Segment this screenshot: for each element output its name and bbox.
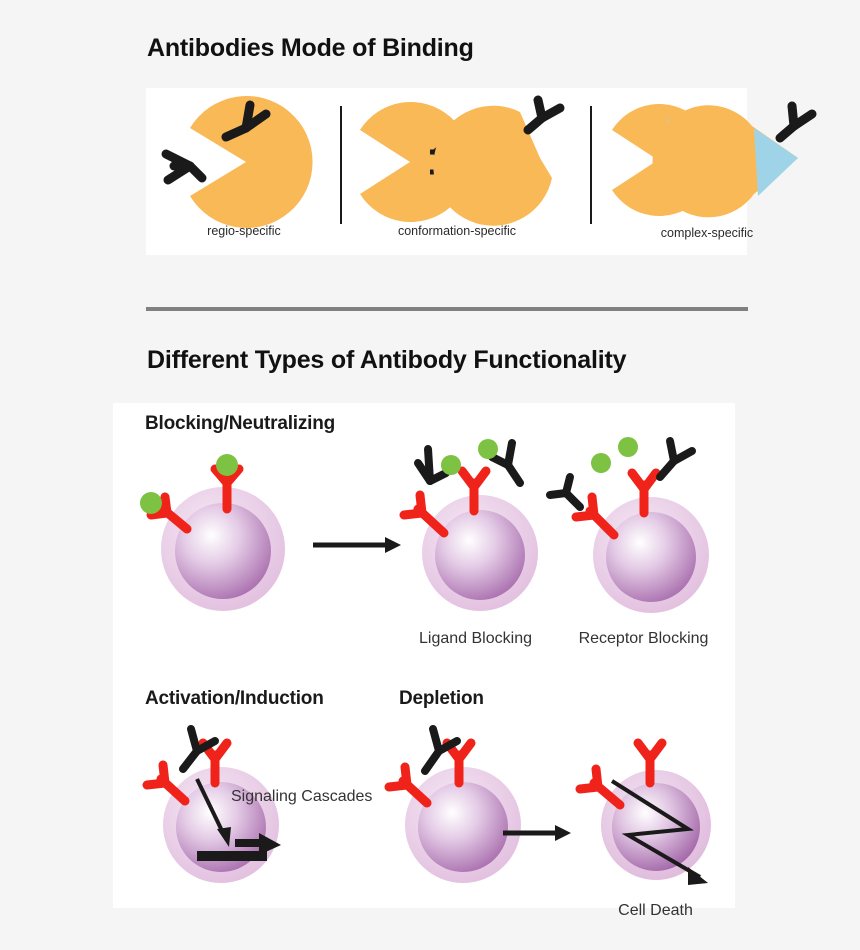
complex-specific-svg (612, 101, 817, 218)
antibody-ligand-complex-right (478, 439, 524, 487)
receptor-ligand-top (210, 454, 244, 514)
antibody-y-icon-top (221, 100, 271, 142)
activation-svg (142, 725, 281, 883)
panel-mode-of-binding: regio-specific conformation-specific (146, 88, 817, 255)
page-title-antibody-functionality: Different Types of Antibody Functionalit… (147, 346, 627, 374)
cell-nucleus-icon (606, 512, 696, 602)
receptor-depletion-left-icon (384, 762, 432, 808)
cell-nucleus-icon (175, 503, 271, 599)
ligand-green-dot-icon (441, 455, 461, 475)
section-label-depletion: Depletion (399, 688, 484, 709)
complex-partner-wedge-bound-icon (754, 128, 798, 196)
receptor-antibody-complex-top (627, 437, 696, 518)
antibody-y-icon-left (161, 149, 207, 185)
section-label-activation-induction: Activation/Induction (145, 688, 324, 709)
annotation-signaling-cascades: Signaling Cascades (231, 788, 373, 805)
ligand-green-dot-icon-2 (478, 439, 498, 459)
cell-death-lightning-icon (610, 779, 708, 885)
diagram-complex-specific: complex-specific (602, 101, 817, 240)
antigen-pacman-icon (190, 96, 313, 229)
cell-nucleus-icon (435, 510, 525, 600)
receptor-free-left-icon (399, 490, 449, 538)
ligand-free-dot-icon-2 (618, 437, 638, 457)
receptor-antibody-complex-left (546, 473, 619, 540)
caption-conformation-specific: conformation-specific (397, 224, 517, 238)
receptor-death-left-icon (575, 764, 625, 810)
diagram-cell-death: Cell Death (568, 725, 743, 920)
cell-nucleus-icon (418, 782, 508, 872)
diagram-conformation-specific: conformation-specific (352, 95, 565, 238)
diagram-receptor-blocking: Receptor Blocking (546, 433, 731, 648)
antigen-pacman-open-icon (433, 105, 552, 226)
gene-promoter-icon (197, 833, 281, 861)
signaling-arrow-icon (195, 778, 231, 847)
ligand-free-dot-icon-1 (591, 453, 611, 473)
arrow-right-icon-2 (503, 825, 571, 841)
antibody-y-icon-conformation (523, 95, 565, 135)
section-label-blocking-neutralizing: Blocking/Neutralizing (145, 413, 336, 434)
antibody-ligand-complex-left (414, 445, 461, 485)
ligand-green-dot-icon (216, 454, 238, 476)
caption-ligand-blocking: Ligand Blocking (419, 630, 532, 647)
section-separator (146, 307, 748, 311)
depletion-svg (384, 725, 521, 883)
regio-specific-svg (161, 96, 313, 229)
diagram-activation-induction (141, 725, 371, 895)
diagram-ligand-blocking: Ligand Blocking (388, 433, 563, 648)
divider-2 (590, 106, 592, 224)
receptor-free-top-icon (457, 466, 491, 516)
arrow-right-icon (313, 537, 401, 553)
ligand-green-dot-icon-2 (140, 492, 162, 514)
diagram-regio-specific: regio-specific (154, 96, 334, 238)
caption-receptor-blocking: Receptor Blocking (578, 630, 709, 647)
diagram-cell-bound (135, 453, 305, 623)
ligand-blocking-svg (399, 439, 538, 611)
cell-death-svg (575, 738, 711, 885)
receptor-activation-left-icon (142, 760, 190, 806)
panel-antibody-functionality: Blocking/Neutralizing (113, 403, 735, 919)
cell-nucleus-icon (612, 783, 700, 871)
page-title-antibodies-mode-of-binding: Antibodies Mode of Binding (147, 34, 474, 62)
conformation-specific-svg (360, 95, 565, 226)
receptor-death-top-icon (633, 738, 667, 788)
receptor-antibody-depletion-top (421, 725, 476, 788)
receptor-blocking-svg (546, 437, 709, 613)
arrow-transition-blocking (313, 535, 403, 555)
caption-complex-specific: complex-specific (660, 226, 754, 240)
diagram-depletion-cell (375, 725, 540, 895)
antibody-y-icon-complex (775, 101, 817, 143)
arrow-transition-depletion (503, 823, 573, 843)
caption-cell-death: Cell Death (618, 902, 693, 919)
divider-1 (340, 106, 342, 224)
caption-regio-specific: regio-specific (207, 224, 281, 238)
receptor-ligand-left (140, 492, 192, 534)
receptor-antibody-activation-top (179, 725, 232, 788)
cell-bound-svg (140, 454, 285, 611)
